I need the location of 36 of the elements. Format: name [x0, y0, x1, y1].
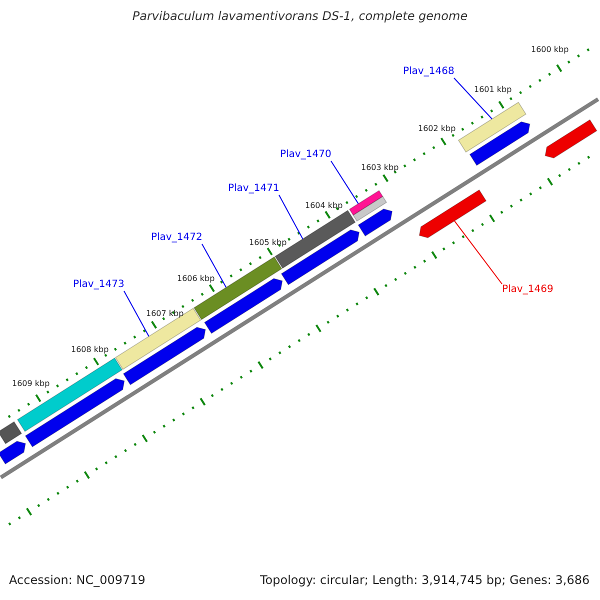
- footer-text: Accession: NC_009719: [9, 573, 146, 588]
- gene-block: [122, 326, 206, 386]
- gene-bar: [458, 102, 526, 153]
- gene-bar: [114, 308, 202, 370]
- scale-label: 1604 kbp: [305, 201, 343, 211]
- scale-label: 1608 kbp: [71, 345, 109, 355]
- gene-block: [544, 119, 598, 158]
- gene-label: Plav_1472: [151, 232, 202, 244]
- gene-label: Plav_1469: [502, 284, 554, 296]
- scale-label: 1605 kbp: [249, 238, 287, 248]
- scale-label: 1609 kbp: [12, 379, 50, 389]
- gene-block: [418, 189, 487, 238]
- scale-label: 1606 kbp: [177, 274, 215, 284]
- diagram-title: Parvibaculum lavamentivorans DS-1, complete genome: [131, 9, 469, 24]
- scale-label: 1607 kbp: [146, 309, 184, 319]
- scale-label: 1601 kbp: [474, 85, 512, 95]
- gene-bar: [348, 190, 384, 216]
- footer-text: Topology: circular; Length: 3,914,745 bp; Genes: 3,686: [260, 573, 590, 588]
- leader-line: [202, 244, 227, 288]
- leader-line: [454, 220, 502, 284]
- scale-label: 1602 kbp: [418, 124, 456, 134]
- gene-bar: [0, 421, 22, 444]
- leader-line: [454, 78, 493, 120]
- gene-label: Plav_1470: [280, 149, 332, 161]
- leader-line: [278, 194, 304, 240]
- gene-block: [469, 121, 530, 166]
- gene-block: [358, 208, 393, 237]
- gene-label: Plav_1471: [228, 183, 280, 195]
- scale-label: 1603 kbp: [361, 163, 399, 173]
- gene-label: Plav_1473: [73, 279, 124, 291]
- leader-line: [124, 290, 150, 337]
- scale-label: 1600 kbp: [531, 45, 569, 55]
- gene-label: Plav_1468: [403, 66, 454, 78]
- gene-bar: [274, 210, 356, 269]
- gene-bar: [352, 196, 388, 222]
- gene-block: [0, 440, 26, 465]
